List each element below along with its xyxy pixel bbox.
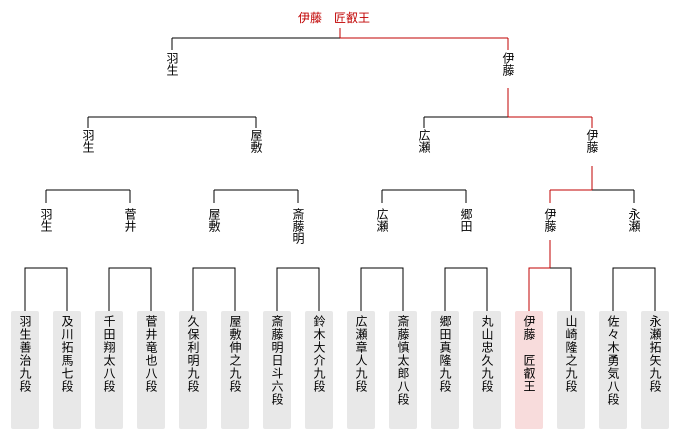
quarterfinalist-3: 屋敷 [207, 208, 221, 232]
player-card: 久保利明九段 [179, 311, 207, 429]
bracket-line [444, 267, 488, 311]
player-card: 斎藤慎太郎八段 [389, 311, 417, 429]
player-card: 菅井竜也八段 [137, 311, 165, 429]
quarterfinal-connectors [45, 166, 635, 203]
player-card: 屋敷伸之九段 [221, 311, 249, 429]
player-card: 佐々木勇気八段 [599, 311, 627, 429]
quarterfinalist-7: 伊藤 [543, 208, 557, 232]
bracket-line [192, 267, 236, 311]
finalist-right: 伊藤 [501, 52, 515, 76]
bracket-line [276, 267, 320, 311]
round1-connectors [24, 240, 656, 311]
player-card-winner: 伊藤 匠叡王 [515, 311, 543, 429]
semifinalist-1: 羽生 [81, 129, 95, 153]
player-card: 広瀬章人九段 [347, 311, 375, 429]
player-card: 郷田真隆九段 [431, 311, 459, 429]
semifinal-connector-right [423, 88, 593, 128]
bracket-line [612, 267, 656, 311]
player-card: 丸山忠久九段 [473, 311, 501, 429]
semifinal-connector-left [87, 116, 257, 128]
bracket-line [360, 267, 404, 311]
quarterfinalist-5: 広瀬 [375, 208, 389, 232]
quarterfinalist-2: 菅井 [123, 208, 137, 232]
bracket-line [24, 267, 68, 311]
player-card: 千田翔太八段 [95, 311, 123, 429]
bracket-line [108, 267, 152, 311]
quarterfinalist-6: 郷田 [459, 208, 473, 232]
player-card: 鈴木大介九段 [305, 311, 333, 429]
quarterfinalist-1: 羽生 [39, 208, 53, 232]
player-card: 羽生善治九段 [11, 311, 39, 429]
semifinalist-2: 屋敷 [249, 129, 263, 153]
quarterfinalist-4: 斎藤明 [291, 208, 305, 244]
bracket-line [550, 267, 572, 311]
finalist-left: 羽生 [165, 52, 179, 76]
player-card: 山崎隆之九段 [557, 311, 585, 429]
final-connector [171, 28, 509, 50]
quarterfinalist-8: 永瀬 [627, 208, 641, 232]
player-card: 斎藤明日斗六段 [263, 311, 291, 429]
semifinalist-3: 広瀬 [417, 129, 431, 153]
player-card: 永瀬拓矢九段 [641, 311, 669, 429]
champion-label: 伊藤 匠叡王 [298, 11, 371, 25]
player-card: 及川拓馬七段 [53, 311, 81, 429]
bracket-line-winner [528, 267, 550, 311]
semifinalist-4: 伊藤 [585, 129, 599, 153]
